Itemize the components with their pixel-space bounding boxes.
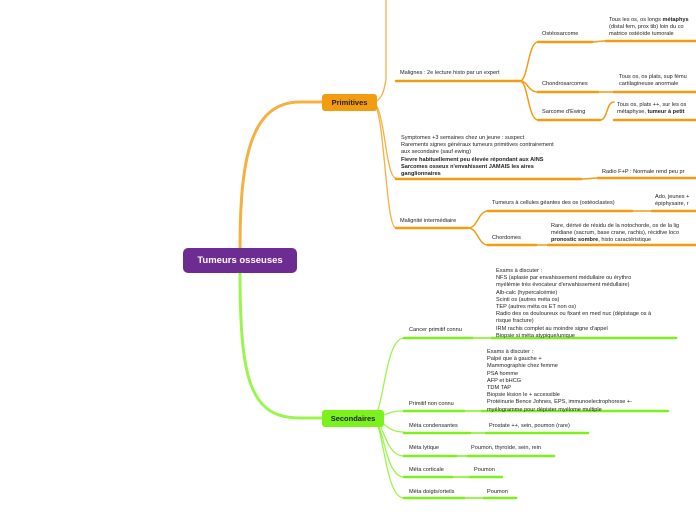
link-malignes-children (519, 41, 539, 121)
detail-ewing[interactable]: Tous os, plats ++, sur les os métaphyse,… (617, 102, 687, 116)
detail-meta-lytique[interactable]: Poumon, thyroïde, sein, rein (471, 445, 541, 451)
detail-chondrosarcome[interactable]: Tous os, os plats, sup fému cartilagineu… (619, 74, 687, 88)
topic-primitif-non-connu[interactable]: Primitif non connu (409, 401, 454, 407)
link-primitives-children (349, 0, 397, 229)
branch-primitives[interactable]: Primitives (322, 94, 377, 111)
detail-radio[interactable]: Radio F+P : Normale rend peu pr (602, 169, 685, 175)
detail-cellules-geantes[interactable]: Ado, jeunes + épiphysaire, r (655, 194, 690, 208)
detail-meta-condensantes[interactable]: Prostate ++, sein, poumon (rare) (489, 423, 570, 429)
topic-cancer-primitif-connu[interactable]: Cancer primitif connu (409, 327, 462, 333)
branch-secondaires[interactable]: Secondaires (322, 410, 384, 427)
central-topic[interactable]: Tumeurs osseuses (183, 248, 297, 273)
detail-meta-corticale[interactable]: Poumon (474, 467, 495, 473)
topic-osteosarcome[interactable]: Ostéosarcome (542, 31, 579, 37)
link-root-primitives (238, 100, 324, 252)
topic-meta-condensantes[interactable]: Méta condensantes (409, 423, 458, 429)
link-root-secondaires (238, 269, 324, 420)
detail-primitif-non-connu[interactable]: Exams à discuter : Palpé que à gauche + … (487, 349, 633, 413)
detail-meta-doigts-orteils[interactable]: Poumon (487, 489, 508, 495)
detail-chordomes[interactable]: Rare, dérivé de résidu de la notochorde,… (551, 223, 680, 244)
topic-chordomes[interactable]: Chordomes (492, 235, 521, 241)
topic-meta-doigts-orteils[interactable]: Méta doigts/orteils (409, 489, 455, 495)
topic-cellules-geantes[interactable]: Tumeurs à cellules géantes des os (ostéo… (492, 200, 615, 206)
topic-meta-corticale[interactable]: Méta corticale (409, 467, 444, 473)
topic-ewing[interactable]: Sarcome d'Ewing (542, 109, 586, 115)
link-secondaires-children (356, 337, 405, 499)
detail-cancer-primitif-connu[interactable]: Exams à discuter : NFS (aplasie par enva… (496, 268, 652, 339)
topic-malignite-intermediaire[interactable]: Malignité intermédiaire (400, 218, 457, 224)
topic-malignes[interactable]: Malignes : 2e lecture histo par un exper… (400, 70, 500, 76)
detail-osteosarcome[interactable]: Tous les os, os longs métaphys (distal f… (609, 17, 689, 38)
topic-chondrosarcome[interactable]: Chondrosarcomes (542, 81, 588, 87)
topic-symptomes[interactable]: Symptomes +3 semaines chez un jeune : su… (401, 135, 554, 178)
topic-meta-lytique[interactable]: Méta lytique (409, 445, 440, 451)
